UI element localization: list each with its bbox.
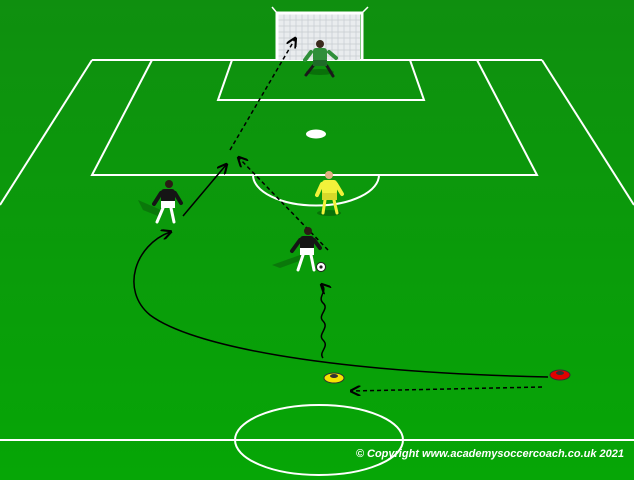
touchline-left bbox=[0, 59, 93, 206]
goal-net bbox=[278, 14, 360, 60]
ball bbox=[316, 262, 326, 272]
centre-circle bbox=[234, 404, 404, 476]
touchline-right bbox=[541, 59, 634, 206]
yellow-cone bbox=[323, 372, 345, 384]
cone-pass-arrow bbox=[352, 387, 543, 391]
arrows bbox=[133, 39, 549, 391]
penalty-box bbox=[90, 59, 539, 176]
red-cone bbox=[549, 369, 571, 381]
wall-pass-arrow bbox=[239, 158, 329, 251]
overlap-run-arrow bbox=[133, 232, 549, 378]
goalkeeper bbox=[303, 40, 338, 78]
shot-arrow bbox=[229, 39, 295, 151]
penalty-arc bbox=[252, 174, 380, 207]
six-yard-box bbox=[216, 59, 426, 101]
attacker-on-ball bbox=[272, 227, 322, 272]
attacker-overlapping bbox=[138, 180, 183, 224]
penalty-spot bbox=[306, 129, 326, 139]
support-run-arrow bbox=[182, 165, 226, 217]
copyright-notice: © Copyright www.academysoccercoach.co.uk… bbox=[355, 448, 624, 460]
goal-frame bbox=[275, 11, 364, 60]
defender bbox=[315, 171, 344, 216]
dribble-arrow bbox=[321, 285, 325, 359]
